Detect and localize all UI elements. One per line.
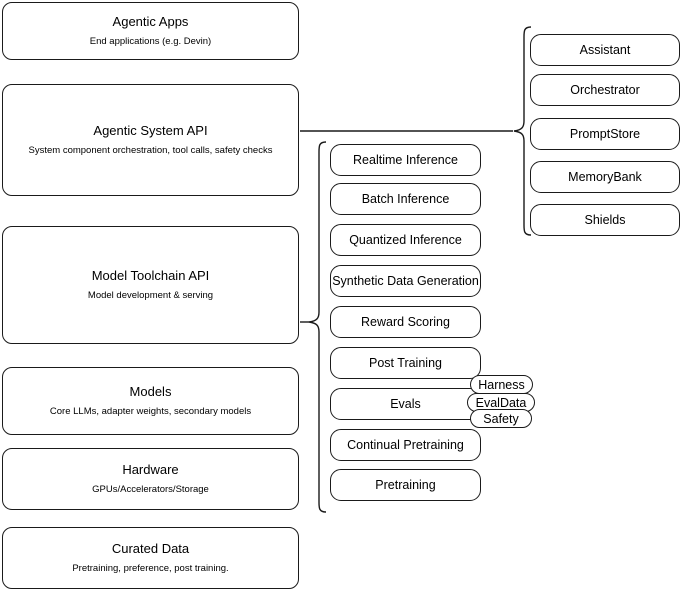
capability-label: Realtime Inference [353,153,458,167]
layer-title: Model Toolchain API [91,268,210,284]
capability-label: Continual Pretraining [347,438,464,452]
capability-label: Synthetic Data Generation [332,274,479,288]
capability-label: Pretraining [375,478,436,492]
capability-box-batch-inference[interactable]: Batch Inference [330,183,481,215]
eval-tag-label: Safety [483,411,519,426]
capability-box-post-training[interactable]: Post Training [330,347,481,379]
component-label: Shields [584,213,626,227]
capability-label: Reward Scoring [361,315,450,329]
component-box-promptstore[interactable]: PromptStore [530,118,680,150]
capability-box-continual-pretraining[interactable]: Continual Pretraining [330,429,481,461]
layer-title: Curated Data [111,541,190,557]
layer-box-model-toolchain-api[interactable]: Model Toolchain API Model development & … [2,226,299,344]
capability-box-quantized-inference[interactable]: Quantized Inference [330,224,481,256]
capability-box-evals[interactable]: Evals [330,388,481,420]
layer-subtitle: System component orchestration, tool cal… [28,144,273,156]
layer-box-models[interactable]: Models Core LLMs, adapter weights, secon… [2,367,299,435]
capability-label: Batch Inference [361,192,450,206]
eval-tag-harness[interactable]: Harness [470,375,533,394]
layer-subtitle: End applications (e.g. Devin) [89,35,212,47]
layer-title: Agentic System API [93,123,208,139]
layer-box-hardware[interactable]: Hardware GPUs/Accelerators/Storage [2,448,299,510]
capability-label: Evals [390,397,421,411]
capability-box-synthetic-data-generation[interactable]: Synthetic Data Generation [330,265,481,297]
eval-tag-safety[interactable]: Safety [470,409,532,428]
component-label: PromptStore [569,127,641,141]
layer-box-agentic-apps[interactable]: Agentic Apps End applications (e.g. Devi… [2,2,299,60]
capability-label: Quantized Inference [349,233,462,247]
layer-box-curated-data[interactable]: Curated Data Pretraining, preference, po… [2,527,299,589]
component-box-assistant[interactable]: Assistant [530,34,680,66]
component-label: MemoryBank [568,170,642,184]
component-label: Orchestrator [570,83,640,97]
layer-box-agentic-system-api[interactable]: Agentic System API System component orch… [2,84,299,196]
layer-subtitle: Model development & serving [87,289,214,301]
layer-title: Agentic Apps [112,14,189,30]
capability-box-reward-scoring[interactable]: Reward Scoring [330,306,481,338]
layer-title: Models [129,384,172,400]
capability-box-realtime-inference[interactable]: Realtime Inference [330,144,481,176]
eval-tag-label: Harness [478,377,525,392]
layer-subtitle: GPUs/Accelerators/Storage [92,483,209,495]
curly-brace-middle [308,141,327,513]
component-box-orchestrator[interactable]: Orchestrator [530,74,680,106]
layer-title: Hardware [122,462,179,478]
layer-subtitle: Pretraining, preference, post training. [72,562,229,574]
eval-tag-label: EvalData [475,395,527,410]
layer-subtitle: Core LLMs, adapter weights, secondary mo… [49,405,252,417]
component-box-memorybank[interactable]: MemoryBank [530,161,680,193]
capability-label: Post Training [369,356,442,370]
capability-box-pretraining[interactable]: Pretraining [330,469,481,501]
component-label: Assistant [579,43,631,57]
component-box-shields[interactable]: Shields [530,204,680,236]
